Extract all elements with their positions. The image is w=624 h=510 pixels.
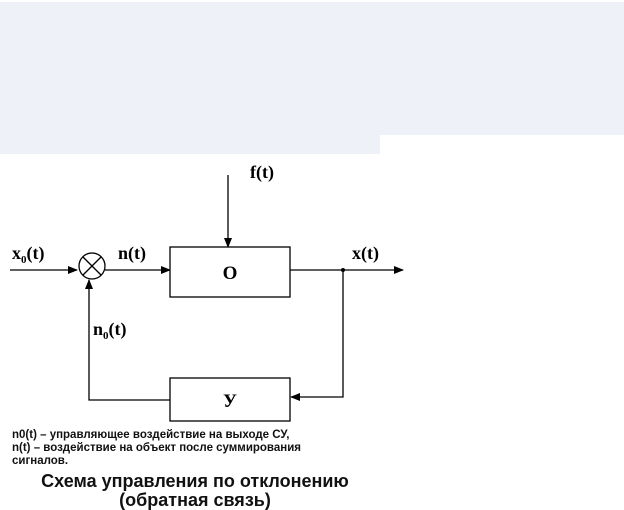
summing-junction xyxy=(78,252,106,280)
caption-line: (обратная связь) xyxy=(119,490,271,510)
feedback-label: n0(t) xyxy=(93,319,127,342)
output-label: x(t) xyxy=(352,243,379,264)
diagram-caption: Схема управления по отклонению (обратная… xyxy=(0,472,390,510)
note-line: n0(t) – управляющее воздействие на выход… xyxy=(12,429,290,441)
caption-line: Схема управления по отклонению xyxy=(41,471,349,491)
disturbance-label: f(t) xyxy=(250,162,274,183)
feedback-to-controller xyxy=(290,270,344,401)
note-line: n(t) – воздействие на объект после сумми… xyxy=(12,442,301,454)
input-label: x0(t) xyxy=(12,243,44,266)
notes: n0(t) – управляющее воздействие на выход… xyxy=(12,429,392,468)
sum-output-label: n(t) xyxy=(118,243,146,264)
object-block-label: О xyxy=(223,263,238,284)
note-line: сигналов. xyxy=(12,455,69,467)
header-band xyxy=(0,0,624,155)
controller-block-label: У xyxy=(223,391,237,412)
feedback-to-junction xyxy=(85,279,170,401)
object-block xyxy=(169,246,291,298)
controller-block xyxy=(169,377,291,422)
